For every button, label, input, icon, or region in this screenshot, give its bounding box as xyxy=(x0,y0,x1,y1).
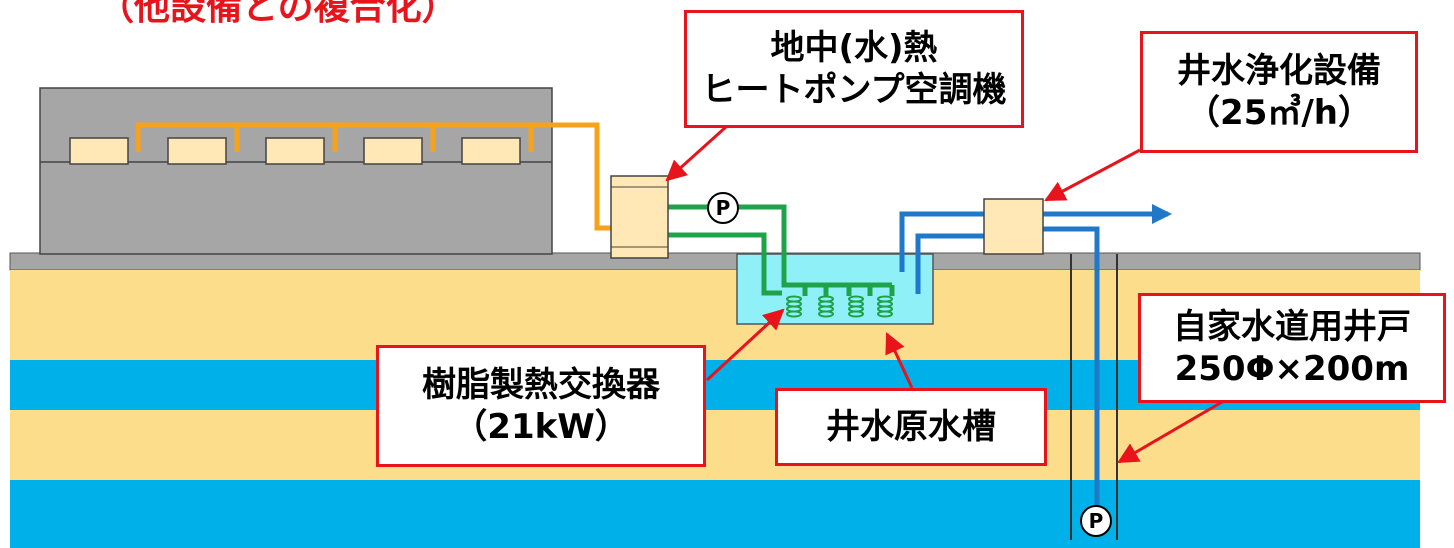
exchanger-capacity: （21kW） xyxy=(453,407,629,447)
well-spec: 250Φ×200m xyxy=(1174,349,1410,389)
purifier-capacity: （25㎥/h） xyxy=(1186,93,1372,133)
coil xyxy=(848,295,864,318)
soil-layer-middle xyxy=(10,410,1420,480)
well-title: 自家水道用井戸 xyxy=(1173,306,1411,347)
purifier-unit xyxy=(983,198,1044,255)
circulation-pump-label: P xyxy=(716,196,731,220)
indoor-units xyxy=(69,137,521,165)
exchanger-pointer xyxy=(705,308,785,382)
indoor-unit xyxy=(461,137,521,165)
tank-title: 井水原水槽 xyxy=(826,406,996,447)
purifier-title: 井水浄化設備 xyxy=(1177,50,1381,91)
exchanger-callout: 樹脂製熱交換器 （21kW） xyxy=(376,345,706,467)
page-heading: （他設備との複合化） xyxy=(98,0,458,28)
well-pump: P xyxy=(1080,505,1112,537)
refrigerant-pipe xyxy=(135,122,612,231)
well-pointer xyxy=(1117,400,1223,464)
indoor-unit xyxy=(363,137,423,165)
building xyxy=(39,87,553,255)
circulation-pump: P xyxy=(707,192,739,224)
heat-pump-callout: 地中(水)熱 ヒートポンプ空調機 xyxy=(684,10,1024,128)
heat-pump-pointer xyxy=(665,124,729,182)
purifier-pointer xyxy=(1044,148,1141,202)
indoor-unit xyxy=(265,137,325,165)
ground-surface xyxy=(9,252,1421,271)
indoor-unit xyxy=(69,137,129,165)
purifier-callout: 井水浄化設備 （25㎥/h） xyxy=(1140,31,1418,153)
exchanger-title: 樹脂製熱交換器 xyxy=(422,364,660,405)
coil xyxy=(818,295,834,318)
heat-pump-subtitle: ヒートポンプ空調機 xyxy=(701,70,1007,110)
indoor-unit xyxy=(167,137,227,165)
well-callout: 自家水道用井戸 250Φ×200m xyxy=(1138,293,1446,403)
tank-pointer xyxy=(885,332,914,389)
tank-callout: 井水原水槽 xyxy=(775,388,1047,466)
heat-pump-title: 地中(水)熱 xyxy=(770,27,938,68)
well-pump-label: P xyxy=(1089,509,1104,533)
well-water-pipe xyxy=(899,204,1172,512)
well-casing xyxy=(1070,254,1118,540)
heat-pump-unit xyxy=(610,175,669,259)
coil xyxy=(786,295,802,318)
coil xyxy=(877,295,893,318)
aquifer-layer-lower xyxy=(10,480,1420,548)
pointer-arrows xyxy=(665,124,1223,464)
heat-exchanger-coils xyxy=(786,295,893,318)
